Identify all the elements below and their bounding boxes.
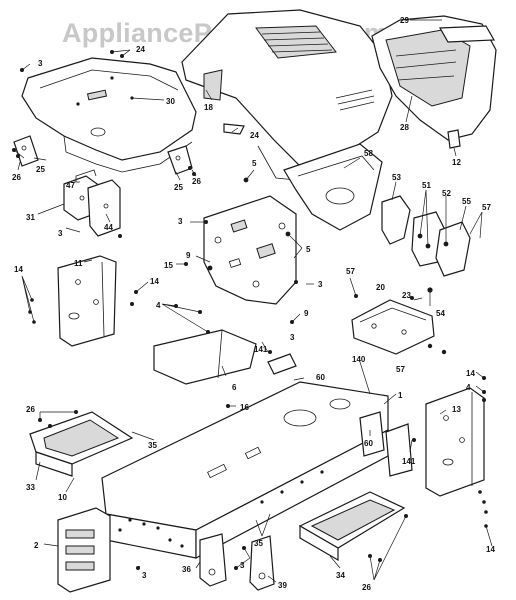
label-3: 3 (318, 280, 323, 289)
label-5: 5 (306, 245, 311, 254)
label-44: 44 (104, 223, 113, 232)
label-3: 3 (290, 333, 295, 342)
label-55: 55 (462, 197, 471, 206)
dash-panel-9 (203, 195, 297, 305)
label-14: 14 (14, 265, 23, 274)
hood-hardware (12, 50, 245, 176)
label-141: 141 (254, 345, 268, 354)
label-29: 29 (400, 16, 409, 25)
label-30: 30 (166, 97, 175, 106)
label-14: 14 (150, 277, 159, 286)
label-5: 5 (252, 159, 257, 168)
label-34: 34 (336, 571, 345, 580)
side-panel-11 (28, 255, 117, 347)
label-3: 3 (178, 217, 183, 226)
label-141: 141 (402, 457, 416, 466)
hood-brackets (63, 169, 121, 237)
label-36: 36 (182, 565, 191, 574)
label-57: 57 (396, 365, 405, 374)
label-3: 3 (240, 561, 245, 570)
bracket-12 (447, 129, 461, 149)
label-18: 18 (204, 103, 213, 112)
label-140: 140 (352, 355, 366, 364)
label-35: 35 (148, 441, 157, 450)
main-frame-1 (101, 381, 389, 559)
label-24: 24 (250, 131, 259, 140)
label-26: 26 (362, 583, 371, 592)
label-25: 25 (174, 183, 183, 192)
support-bracket-20 (351, 299, 447, 355)
label-54: 54 (436, 309, 445, 318)
steering-brackets (381, 195, 471, 293)
battery-plate-6 (153, 329, 257, 385)
label-24: 24 (136, 45, 145, 54)
label-28: 28 (400, 123, 409, 132)
label-2: 2 (34, 541, 39, 550)
label-33: 33 (26, 483, 35, 492)
hood-shell (181, 9, 393, 181)
label-3: 3 (142, 571, 147, 580)
label-52: 52 (442, 189, 451, 198)
label-11: 11 (74, 259, 83, 268)
label-26: 26 (26, 405, 35, 414)
label-60: 60 (316, 373, 325, 382)
label-15: 15 (164, 261, 173, 270)
label-53: 53 (392, 173, 401, 182)
label-35: 35 (254, 539, 263, 548)
label-14: 14 (486, 545, 495, 554)
label-6: 6 (232, 383, 237, 392)
grille-29 (371, 15, 497, 141)
label-9: 9 (186, 251, 191, 260)
foot-pad-34 (298, 491, 408, 562)
leader-lines (13, 19, 493, 583)
label-39: 39 (278, 581, 287, 590)
label-3: 3 (58, 229, 63, 238)
label-57: 57 (482, 203, 491, 212)
label-4: 4 (466, 383, 471, 392)
part-labels: 3 24 30 18 29 28 24 12 26 25 25 26 47 58… (12, 16, 495, 592)
label-47: 47 (66, 181, 75, 190)
label-16: 16 (240, 403, 249, 412)
label-14: 14 (466, 369, 475, 378)
label-58: 58 (364, 149, 373, 158)
label-26: 26 (12, 173, 21, 182)
label-3: 3 (38, 59, 43, 68)
label-23: 23 (402, 291, 411, 300)
label-13: 13 (452, 405, 461, 414)
hood-panel-30 (21, 57, 197, 173)
label-1: 1 (398, 391, 403, 400)
label-26: 26 (192, 177, 201, 186)
foot-pad-33 (29, 410, 134, 477)
label-12: 12 (452, 158, 461, 167)
label-10: 10 (58, 493, 67, 502)
label-60: 60 (364, 439, 373, 448)
frame-brackets (267, 350, 416, 477)
label-57: 57 (346, 267, 355, 276)
label-51: 51 (422, 181, 431, 190)
label-25: 25 (36, 165, 45, 174)
label-20: 20 (376, 283, 385, 292)
air-baffle-58 (283, 143, 383, 231)
label-31: 31 (26, 213, 35, 222)
pivot-brackets (199, 533, 275, 591)
label-9: 9 (304, 309, 309, 318)
side-panel-13 (425, 387, 488, 514)
label-4: 4 (156, 301, 161, 310)
front-plate-2 (57, 507, 111, 593)
